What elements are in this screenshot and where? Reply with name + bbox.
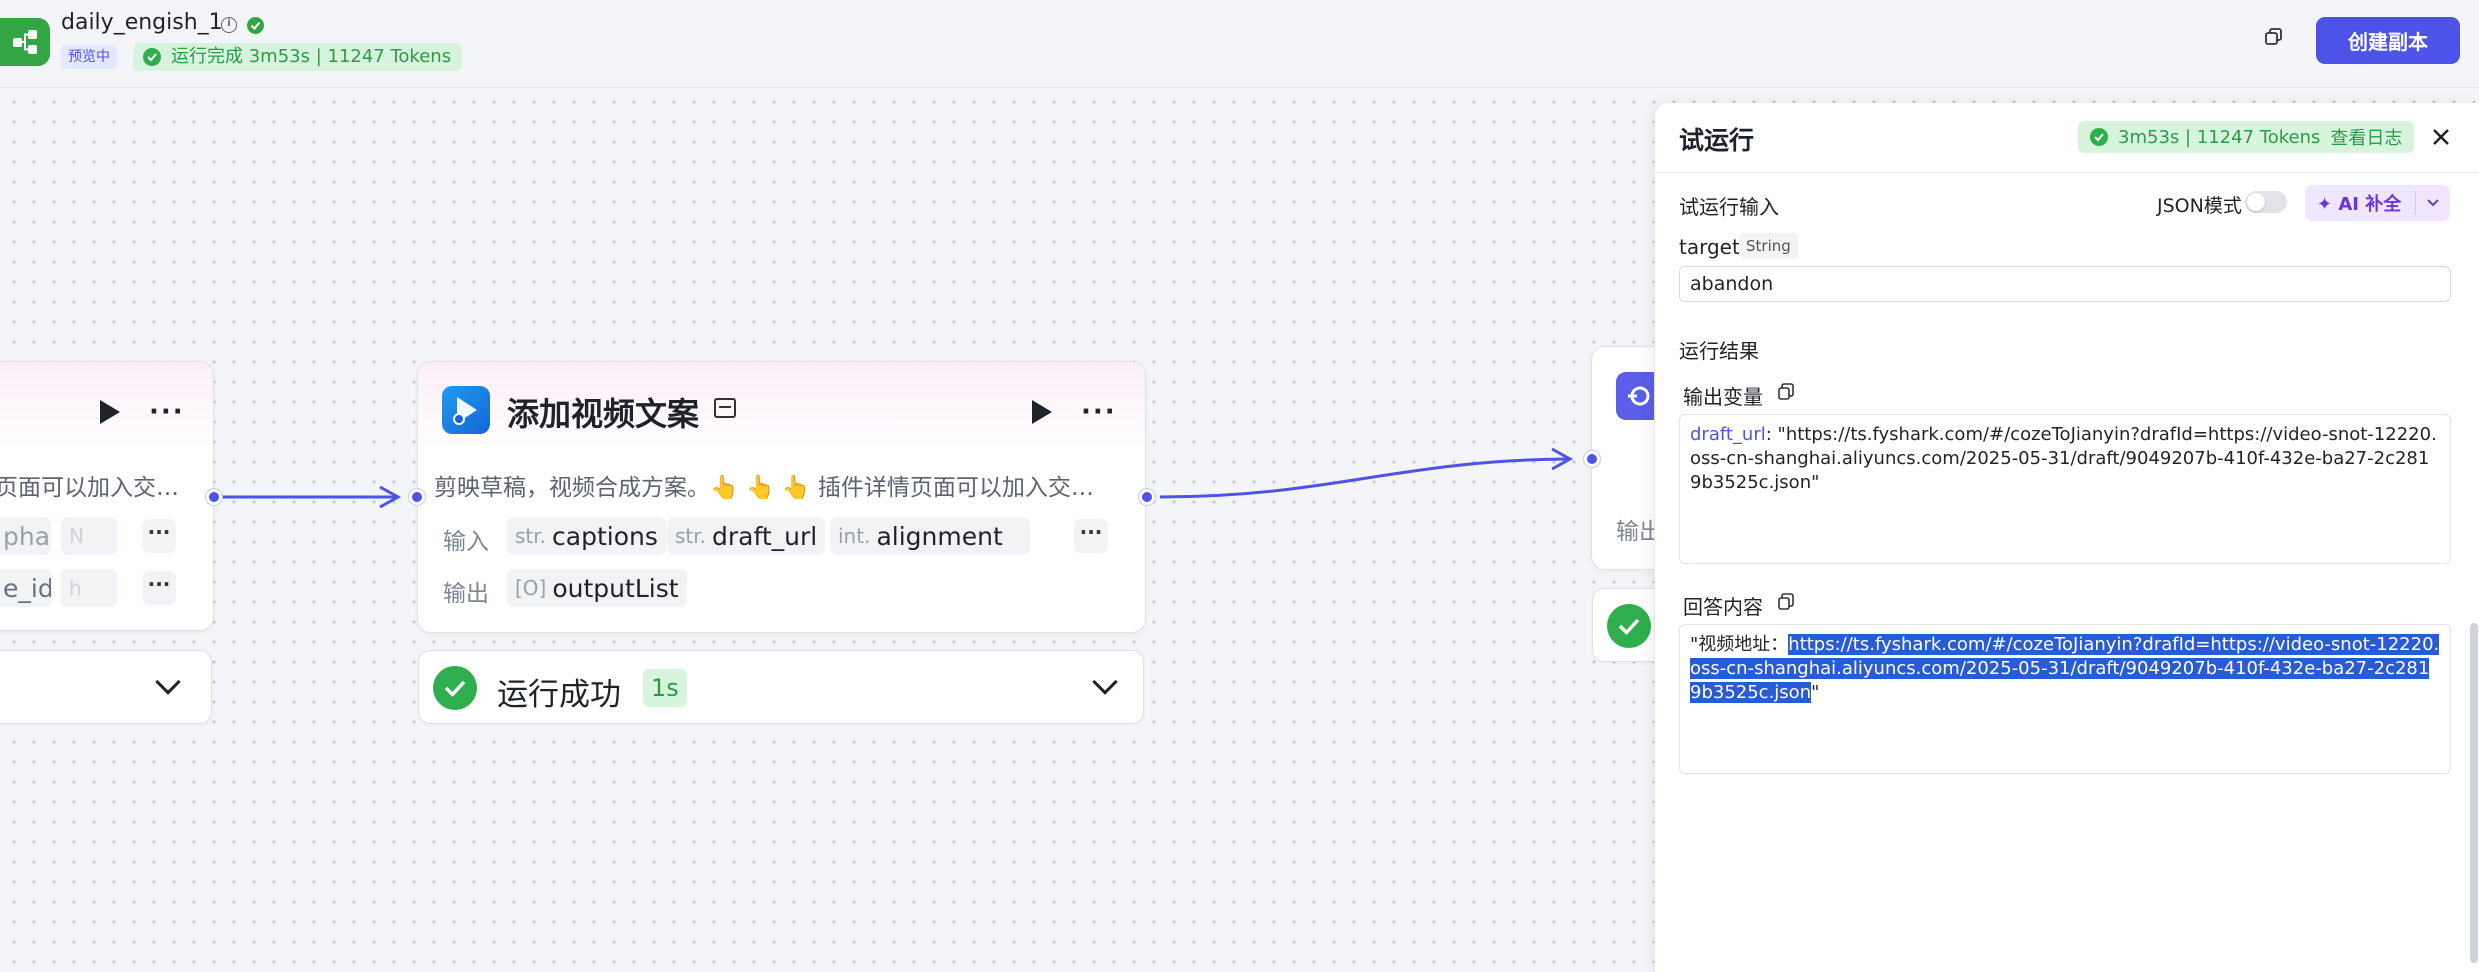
run-duration-badge: 1s [643, 669, 687, 707]
create-copy-button[interactable]: 创建副本 [2316, 17, 2460, 64]
output-tag-name: e_ids [3, 573, 51, 603]
main-node-status-card[interactable]: 运行成功 1s [418, 650, 1144, 724]
param-type-badge: String [1739, 233, 1798, 259]
success-check-icon [1607, 604, 1651, 648]
store-icon-inner [719, 406, 731, 412]
answer-prefix: "视频地址： [1690, 634, 1789, 655]
param-name: target [1679, 235, 1740, 259]
node-header-bg [418, 362, 1145, 452]
answer-url-selected[interactable]: https://ts.fyshark.com/#/cozeToJianyin?d… [1690, 634, 2440, 703]
output-vars-label: 输出变量 [1683, 385, 1763, 409]
success-check-icon [2090, 128, 2108, 146]
more-icon[interactable]: ··· [1081, 397, 1117, 427]
output-tag: h [61, 569, 117, 607]
edge-arrow-1 [379, 485, 402, 509]
left-node[interactable]: ··· 页面可以加入交… pha N ··· e_ids h ··· [0, 361, 214, 631]
output-tag: e_ids [0, 569, 51, 607]
success-check-icon [433, 666, 477, 710]
input-tag-name: pha [3, 521, 51, 551]
input-tag-name: N [69, 524, 84, 548]
more-icon[interactable]: ··· [149, 397, 185, 427]
panel-scrollbar[interactable] [2470, 623, 2478, 963]
input-name: captions [552, 521, 658, 551]
output-name: outputList [552, 573, 679, 603]
output-var-value: : "https://ts.fyshark.com/#/cozeToJianyi… [1690, 424, 2437, 493]
output-type: [O] [515, 576, 547, 600]
output-label: 输出 [443, 581, 489, 607]
run-result-heading: 运行结果 [1679, 339, 1759, 363]
ai-fill-button[interactable]: ✦ AI 补全 [2305, 185, 2450, 221]
view-log-link[interactable]: 查看日志 [2330, 128, 2403, 149]
input-name: alignment [876, 521, 1003, 551]
input-tag-alignment: int. alignment [830, 517, 1030, 555]
panel-run-stats: 3m53s | 11247 Tokens [2118, 126, 2321, 148]
end-node-input-port[interactable] [1584, 451, 1600, 467]
target-input[interactable] [1679, 266, 2451, 302]
duplicate-icon[interactable] [2264, 27, 2284, 47]
success-check-icon [143, 48, 161, 66]
ai-fill-divider [2415, 191, 2416, 215]
answer-suffix: " [1811, 682, 1820, 703]
left-node-status-card[interactable] [0, 650, 212, 724]
run-status-text: 运行成功 [497, 677, 621, 713]
output-tag-name: h [69, 576, 82, 600]
panel-header: 试运行 3m53s | 11247 Tokens 查看日志 [1655, 103, 2479, 173]
more-inputs-button[interactable]: ··· [142, 519, 176, 553]
main-node-input-port[interactable] [409, 489, 425, 505]
run-status-text: 运行完成 3m53s | 11247 Tokens [171, 46, 452, 67]
answer-content-label: 回答内容 [1683, 595, 1763, 619]
output-variables-box[interactable]: draft_url: "https://ts.fyshark.com/#/coz… [1679, 414, 2451, 564]
output-var-key: draft_url [1690, 424, 1766, 445]
info-icon[interactable]: i [221, 17, 237, 33]
input-type: int. [838, 524, 871, 548]
video-plugin-icon [442, 386, 490, 434]
input-tag: N [61, 517, 117, 555]
input-type: str. [675, 524, 707, 548]
add-video-caption-node[interactable]: 添加视频文案 ··· 剪映草稿，视频合成方案。👆 👆 👆 插件详情页面可以加入交… [417, 361, 1146, 633]
json-mode-toggle[interactable] [2245, 191, 2287, 213]
edge-main-to-right [1159, 457, 1569, 499]
close-icon[interactable] [2427, 123, 2455, 151]
answer-content-box[interactable]: "视频地址：https://ts.fyshark.com/#/cozeToJia… [1679, 624, 2451, 774]
input-tag-draft-url: str. draft_url [667, 517, 826, 555]
panel-run-badge: 3m53s | 11247 Tokens 查看日志 [2078, 121, 2415, 153]
node-description: 页面可以加入交… [0, 475, 179, 501]
top-header: daily_engish_1 i 预览中 运行完成 3m53s | 11247 … [0, 0, 2479, 88]
output-tag-outputlist: [O] outputList [507, 569, 687, 607]
edge-arrow-2 [1551, 447, 1574, 471]
test-run-input-heading: 试运行输入 [1679, 195, 1779, 219]
test-run-panel: 试运行 3m53s | 11247 Tokens 查看日志 试运行输入 JSON… [1654, 103, 2479, 972]
main-node-output-port[interactable] [1139, 489, 1155, 505]
left-node-output-port[interactable] [206, 489, 222, 505]
more-inputs-button[interactable]: ··· [1074, 519, 1108, 553]
chevron-down-icon[interactable] [2416, 198, 2450, 208]
copy-icon[interactable] [1777, 593, 1795, 611]
ai-fill-text: AI 补全 [2338, 194, 2402, 215]
store-icon [714, 398, 736, 418]
node-description: 剪映草稿，视频合成方案。👆 👆 👆 插件详情页面可以加入交… [434, 475, 1094, 501]
input-tag-captions: str. captions [507, 517, 666, 555]
panel-title: 试运行 [1679, 126, 1755, 155]
more-outputs-button[interactable]: ··· [142, 571, 176, 605]
input-name: draft_url [712, 521, 818, 551]
play-icon[interactable] [1032, 400, 1052, 424]
saved-check-icon [247, 17, 264, 34]
play-icon[interactable] [100, 400, 120, 424]
input-label: 输入 [443, 529, 489, 555]
ai-fill-label: ✦ AI 补全 [2317, 194, 2402, 215]
copy-icon[interactable] [1777, 383, 1795, 401]
input-tag: pha [0, 517, 51, 555]
workflow-logo-icon [0, 18, 50, 66]
preview-badge: 预览中 [61, 45, 117, 69]
node-title: 添加视频文案 [507, 395, 700, 433]
chevron-down-icon[interactable] [155, 669, 181, 695]
run-status-badge[interactable]: 运行完成 3m53s | 11247 Tokens [133, 43, 463, 71]
json-mode-label: JSON模式 [2157, 195, 2242, 217]
chevron-down-icon[interactable] [1092, 669, 1118, 695]
workflow-title: daily_engish_1 [61, 10, 223, 35]
input-type: str. [515, 524, 547, 548]
